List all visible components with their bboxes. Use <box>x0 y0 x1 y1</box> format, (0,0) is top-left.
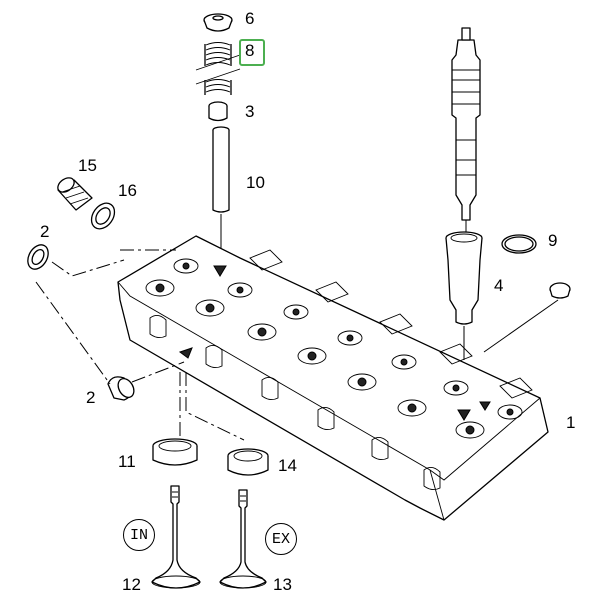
part-exhaust-valve <box>219 489 267 589</box>
part-valve-stem-seal <box>208 101 228 122</box>
callout-8: 8 <box>245 41 255 60</box>
part-injector <box>451 27 481 232</box>
callout-10: 10 <box>246 173 265 192</box>
part-valve-spring <box>195 42 241 95</box>
part-injector-sleeve <box>445 231 483 360</box>
part-plug-15 <box>57 177 93 211</box>
exhaust-tag: EX <box>265 523 297 555</box>
callout-4: 4 <box>494 276 504 295</box>
assembly-leader-lines <box>35 249 245 442</box>
callout-16: 16 <box>118 181 137 200</box>
intake-tag: IN <box>123 519 155 551</box>
part-valve-guide <box>212 126 230 260</box>
callout-8-highlight <box>239 39 265 66</box>
part-valve-seat-intake <box>152 438 198 466</box>
callout-3: 3 <box>245 102 255 121</box>
callout-11: 11 <box>118 452 136 471</box>
callout-13: 13 <box>273 575 292 594</box>
callout-2-upper: 2 <box>40 222 50 241</box>
callout-9: 9 <box>548 231 558 250</box>
callout-2-lower: 2 <box>86 388 96 407</box>
part-seal-ring-16 <box>90 202 116 230</box>
part-small-plug <box>483 282 571 353</box>
part-o-ring <box>501 234 537 254</box>
callout-1: 1 <box>566 413 576 432</box>
part-cylinder-head <box>117 235 549 521</box>
part-valve-seat-exhaust <box>227 448 269 476</box>
part-intake-valve <box>151 485 201 589</box>
callout-12: 12 <box>122 575 141 594</box>
callout-14: 14 <box>278 456 297 475</box>
part-plug-2-lower <box>107 376 135 401</box>
callout-15: 15 <box>78 156 97 175</box>
part-spring-retainer <box>203 13 233 32</box>
part-plug-2-upper <box>27 244 49 270</box>
callout-6: 6 <box>245 9 255 28</box>
